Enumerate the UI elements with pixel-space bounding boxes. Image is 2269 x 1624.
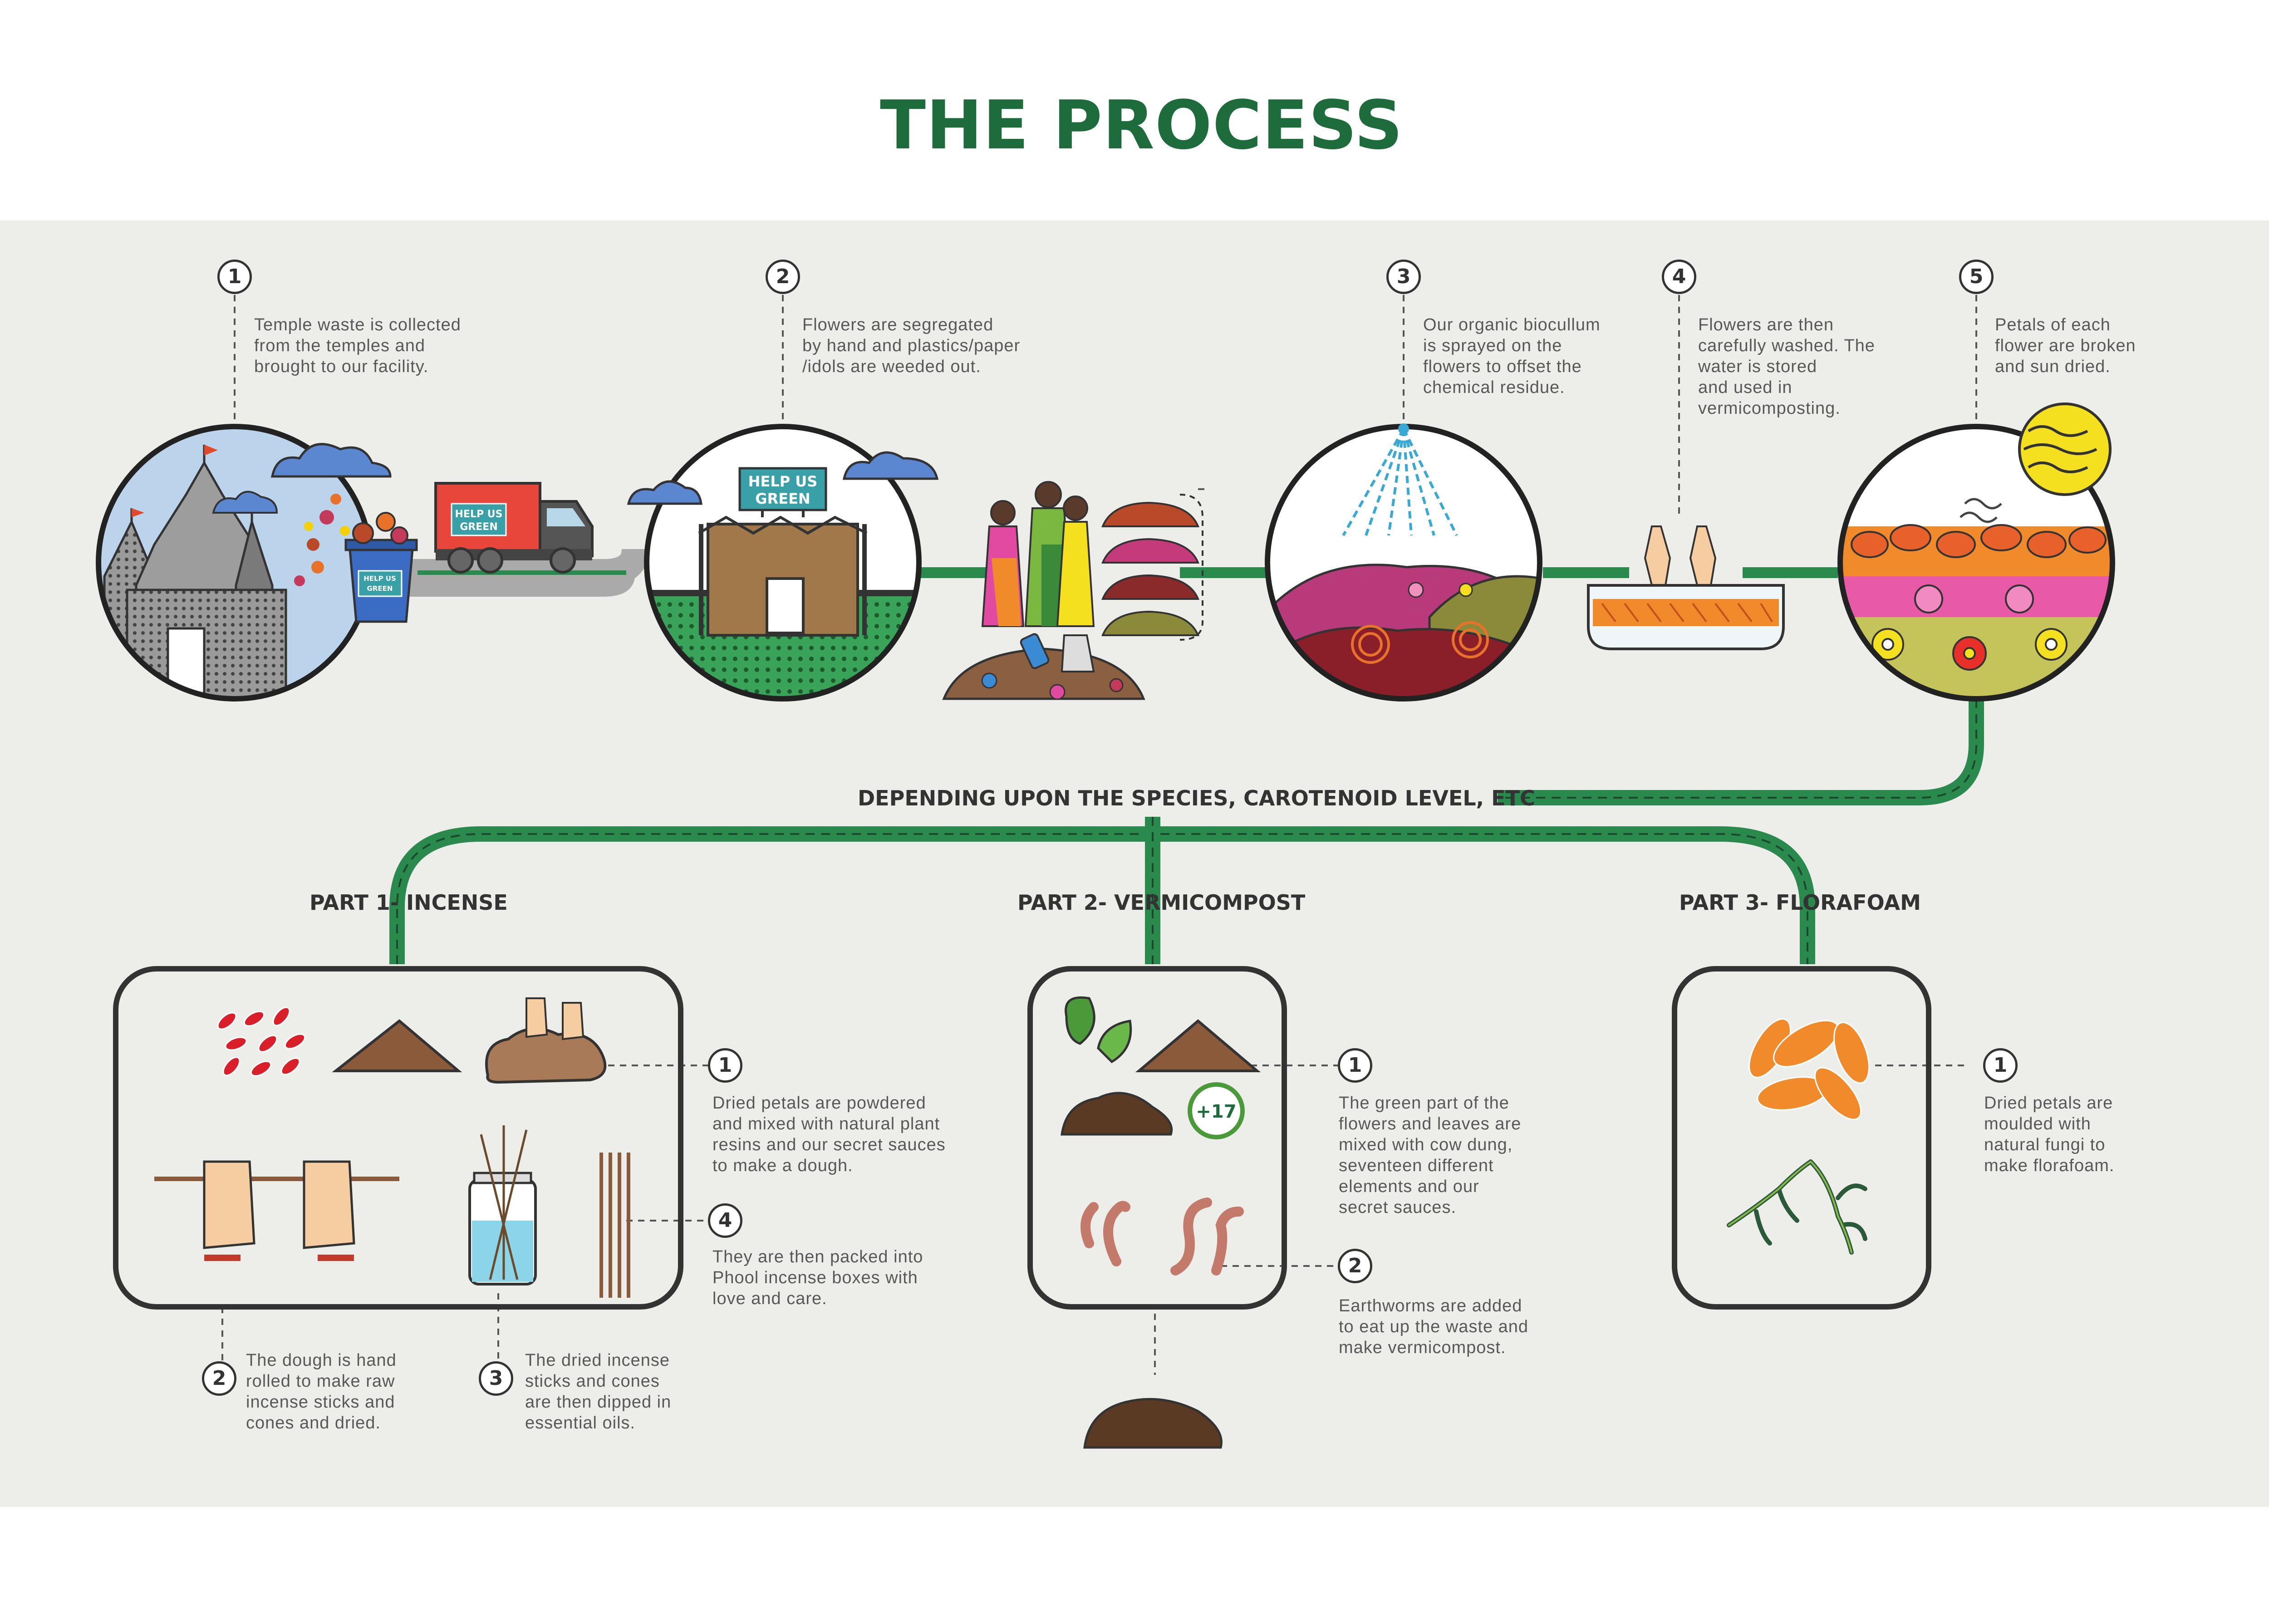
incense-step-4-number: 4: [708, 1203, 742, 1238]
truck-icon: HELP US GREEN: [434, 482, 594, 574]
powder-icon: [332, 1019, 462, 1072]
wash-tub-icon: [1587, 584, 1785, 650]
fungi-icon: [1727, 1159, 1867, 1255]
step-4-number: 4: [1662, 260, 1696, 294]
dried-flowers-icon: [1840, 526, 2112, 581]
segregated-piles-icon: [1101, 494, 1203, 641]
incense-step-1-number: 1: [708, 1048, 742, 1083]
part-3-title: PART 3- FLORAFOAM: [1679, 890, 1921, 915]
compost-badge: +17: [1196, 1101, 1236, 1122]
step-4-text: Flowers are then carefully washed. The w…: [1698, 315, 1875, 418]
page-title: THE PROCESS: [880, 86, 1403, 164]
waste-pile-icon: [942, 633, 1145, 700]
cloud-icon: [627, 480, 702, 505]
spray-scene: [1265, 423, 1542, 702]
facility-sign-line2: GREEN: [755, 490, 810, 507]
florafoam-box: [1672, 966, 1931, 1310]
bin-sign-line1: HELP US: [363, 574, 396, 583]
process-panel: [0, 221, 2269, 1507]
incense-box: [113, 966, 683, 1310]
truck-sign-line1: HELP US: [455, 509, 503, 520]
step-1-number: 1: [217, 260, 252, 294]
dung-icon: [1061, 1092, 1173, 1136]
bin-sign-line2: GREEN: [367, 584, 393, 593]
step-3-number: 3: [1386, 260, 1421, 294]
cloud-icon: [212, 491, 278, 514]
step-3-text: Our organic biocullum is sprayed on the …: [1423, 315, 1601, 397]
petals-icon: [1748, 1018, 1870, 1120]
workers-icon: [981, 481, 1095, 627]
incense-step-4-text: They are then packed into Phool incense …: [712, 1247, 923, 1308]
vermicompost-box: [1027, 966, 1287, 1310]
bin-icon: HELP US GREEN: [294, 494, 418, 623]
vermicompost-step-2-number: 2: [1338, 1249, 1372, 1283]
sprayer-icon: [1342, 428, 1458, 536]
badge-icon: +17: [1188, 1082, 1245, 1139]
facility-sign-line1: HELP US: [748, 473, 818, 490]
incense-sticks-icon: [599, 1153, 630, 1298]
sun-icon: [1960, 402, 2112, 523]
incense-step-2-text: The dough is hand rolled to make raw inc…: [246, 1351, 397, 1433]
cloud-icon: [842, 451, 939, 480]
vermicompost-step-1-text: The green part of the flowers and leaves…: [1339, 1094, 1522, 1217]
process-path: [389, 548, 1984, 964]
step-2-text: Flowers are segregated by hand and plast…: [802, 315, 1021, 376]
petals-icon: [217, 1006, 306, 1077]
florafoam-step-1-number: 1: [1983, 1048, 2018, 1083]
compost-icon: [1083, 1398, 1223, 1449]
step-5-text: Petals of each flower are broken and sun…: [1995, 315, 2136, 376]
leaves-icon: [1065, 996, 1132, 1064]
fungi-icon-overlay: [1728, 1161, 1852, 1253]
worms-icon: [1080, 1197, 1244, 1276]
incense-step-1-text: Dried petals are powdered and mixed with…: [712, 1094, 946, 1175]
step-5-number: 5: [1959, 260, 1994, 294]
incense-step-3-text: The dried incense sticks and cones are t…: [525, 1351, 672, 1433]
cloud-icon: [270, 443, 392, 478]
florafoam-step-1-text: Dried petals are moulded with natural fu…: [1984, 1094, 2115, 1175]
vermicompost-step-1-number: 1: [1338, 1048, 1372, 1083]
oil-jar-icon: [468, 1125, 537, 1285]
temple-scene: [96, 424, 392, 702]
part-1-title: PART 1- INCENSE: [309, 890, 508, 915]
branch-label: DEPENDING UPON THE SPECIES, CAROTENOID L…: [858, 786, 1535, 810]
dough-icon: [485, 997, 607, 1084]
step-1-text: Temple waste is collected from the templ…: [254, 315, 461, 376]
hands-icon: [1644, 525, 1717, 586]
drying-scene: [1837, 402, 2115, 702]
incense-step-3-number: 3: [479, 1361, 513, 1396]
step-2-number: 2: [766, 260, 800, 294]
vermicompost-step-2-text: Earthworms are added to eat up the waste…: [1339, 1296, 1529, 1357]
incense-step-2-number: 2: [202, 1361, 236, 1396]
powder-icon: [1135, 1019, 1261, 1072]
facility-scene: HELP US GREEN: [627, 424, 939, 702]
part-2-title: PART 2- VERMICOMPOST: [1017, 890, 1306, 915]
truck-sign-line2: GREEN: [460, 521, 497, 533]
rolling-hands-icon: [154, 1160, 399, 1261]
